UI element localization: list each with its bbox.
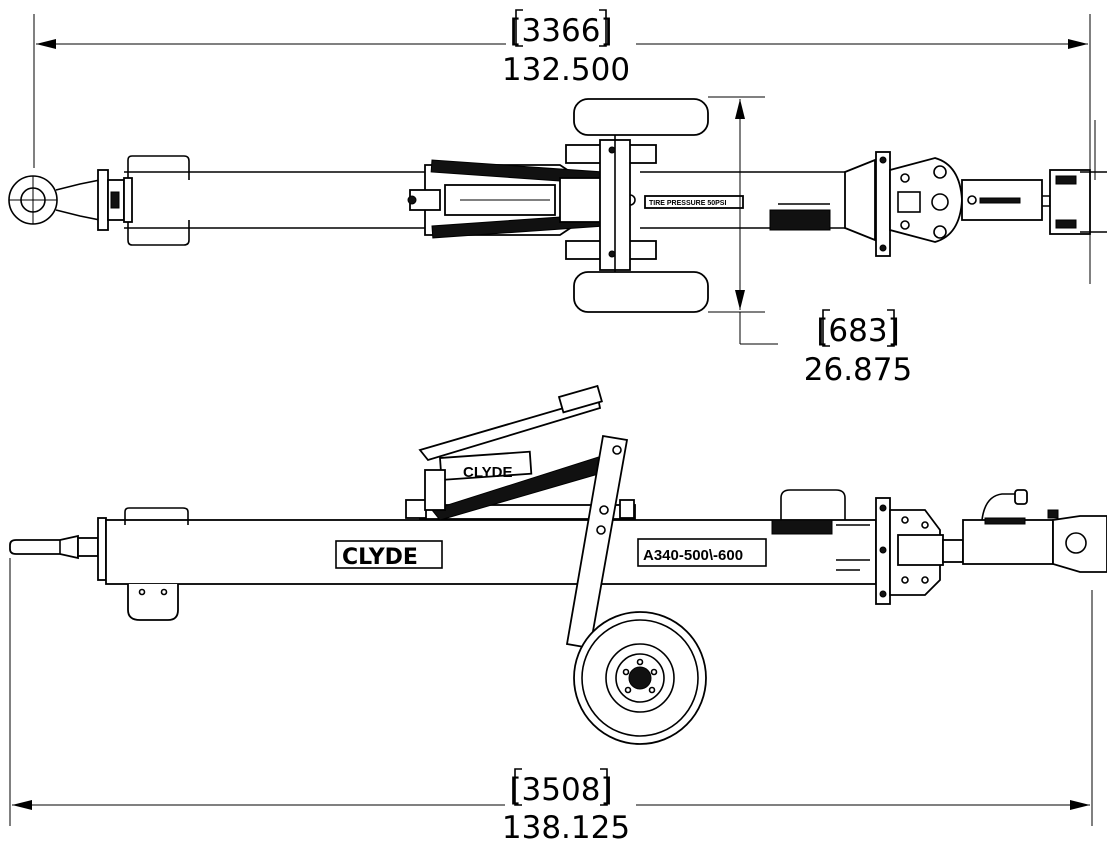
dimension-overall-top: [3366] 132.500 xyxy=(33,9,1091,284)
dim-track-inch: 26.875 xyxy=(804,352,912,388)
side-view: CLYDE A340-500\-600 CLYDE xyxy=(9,384,1107,844)
beam-decal-text: TIRE PRESSURE 50PSI xyxy=(649,200,726,207)
model-plate xyxy=(637,538,767,567)
towbar-head-side xyxy=(875,489,1107,605)
beam-top: TIRE PRESSURE 50PSI xyxy=(123,155,861,246)
dimension-wheel-track: [683] 26.875 xyxy=(708,96,912,388)
dim-bottom-mm: [3508] xyxy=(509,772,612,808)
dim-top-inch: 132.500 xyxy=(502,52,630,88)
towbar-head-top xyxy=(844,120,1107,257)
wheel-assembly-top xyxy=(565,98,709,313)
clyde-plate xyxy=(335,540,443,569)
dimension-overall-bottom: [3508] 138.125 xyxy=(9,558,1093,844)
jack-brand-text: CLYDE xyxy=(463,464,512,481)
dim-top-mm: [3366] xyxy=(509,13,612,49)
wheel-side xyxy=(573,611,707,745)
beam-side: CLYDE A340-500\-600 xyxy=(105,489,877,621)
model-plate-text: A340-500\-600 xyxy=(643,547,743,564)
jack-assembly-top xyxy=(407,159,636,239)
tow-pin xyxy=(9,517,107,581)
tow-eye xyxy=(8,169,125,231)
jack-assembly-side: CLYDE xyxy=(405,384,636,521)
dim-track-mm: [683] xyxy=(816,313,899,349)
top-view: [3366] 132.500 TIRE PRESSURE 5 xyxy=(8,9,1107,388)
clyde-plate-text: CLYDE xyxy=(342,545,418,570)
dim-bottom-inch: 138.125 xyxy=(502,810,630,844)
